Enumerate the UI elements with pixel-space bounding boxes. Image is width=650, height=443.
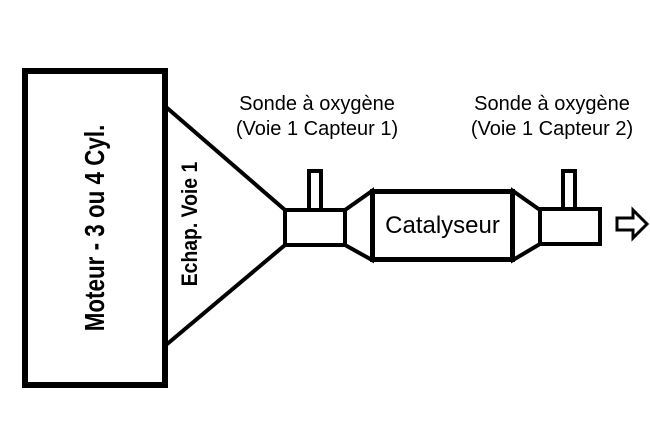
exhaust-flow-arrow-icon <box>615 206 650 242</box>
catalyst-outlet-cone <box>511 187 542 264</box>
upstream-sensor-label: Sonde à oxygène (Voie 1 Capteur 1) <box>217 92 417 142</box>
exhaust-funnel-top-line <box>164 105 287 212</box>
exhaust-bank-label: Echap. Voie 1 <box>177 161 202 287</box>
catalyst-label: Catalyseur <box>385 211 500 239</box>
upstream-sensor-label-line1: Sonde à oxygène <box>239 93 395 115</box>
downstream-sensor-label: Sonde à oxygène (Voie 1 Capteur 2) <box>452 92 650 142</box>
engine-box: Moteur - 3 ou 4 Cyl. <box>22 68 168 388</box>
downstream-sensor-label-line2: (Voie 1 Capteur 2) <box>470 118 634 140</box>
downstream-sensor-label-line1: Sonde à oxygène <box>474 93 630 115</box>
engine-label: Moteur - 3 ou 4 Cyl. <box>79 124 110 332</box>
catalyst-inlet-cone <box>343 187 374 264</box>
exhaust-funnel-bottom-line <box>164 243 287 347</box>
catalyst-box: Catalyseur <box>370 189 515 262</box>
upstream-sensor-label-line2: (Voie 1 Capteur 1) <box>235 118 399 140</box>
upstream-pipe-section <box>283 208 347 247</box>
downstream-pipe-section <box>538 207 602 246</box>
